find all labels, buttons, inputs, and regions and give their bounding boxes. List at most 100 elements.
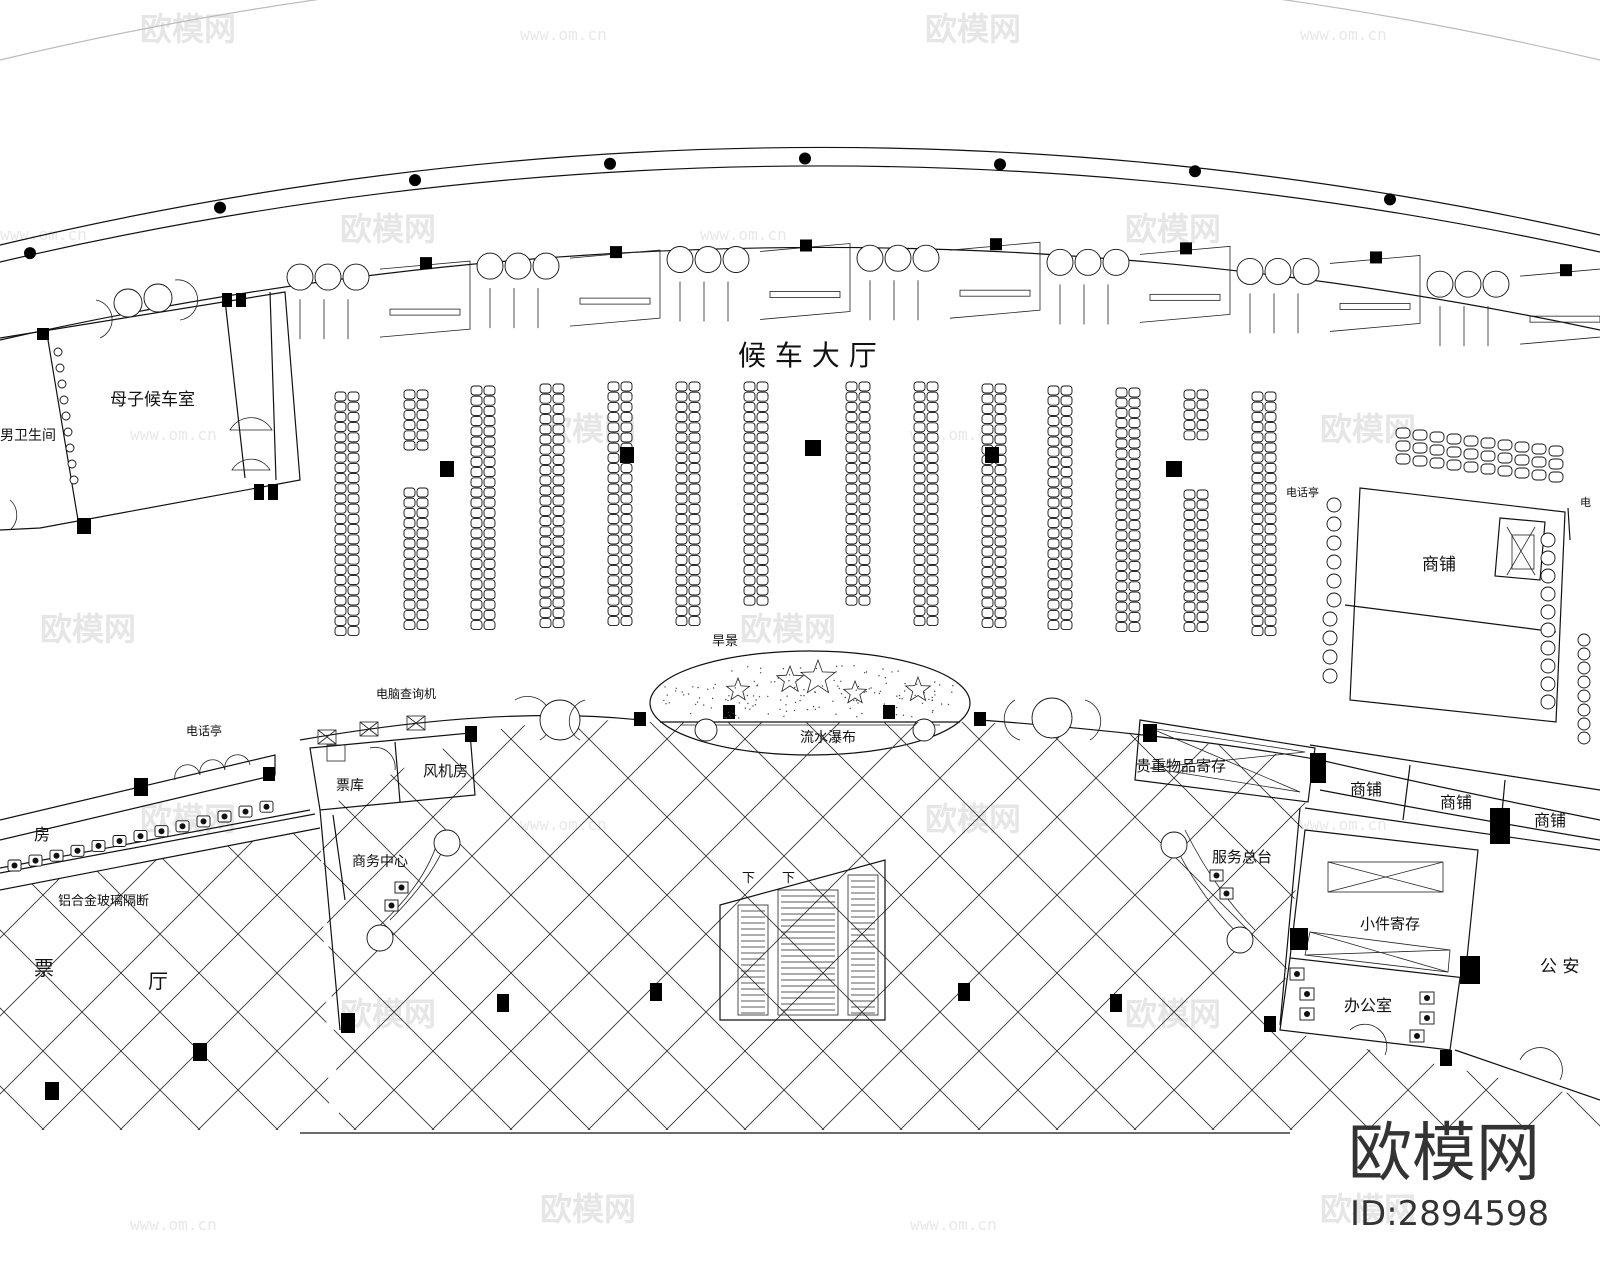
facade-column-dot [994, 158, 1006, 170]
seat [1129, 419, 1140, 428]
seat [1447, 447, 1461, 457]
seat [417, 431, 428, 440]
seat [404, 621, 415, 630]
stipple-dot [713, 687, 714, 688]
seat [757, 494, 768, 503]
stipple-dot [728, 695, 729, 696]
stipple-dot [924, 692, 925, 693]
seat [676, 484, 687, 493]
seat [348, 514, 359, 523]
seat [982, 476, 993, 485]
stipple-dot [934, 691, 935, 692]
stipple-dot [841, 665, 842, 666]
seat [689, 382, 700, 391]
seat [1578, 662, 1590, 674]
watermark-url-tile: www.om.cn [130, 425, 217, 444]
seat [744, 423, 755, 432]
stipple-dot [840, 681, 841, 682]
seat [914, 464, 925, 473]
seat [621, 596, 632, 605]
brand-watermark: 欧模网 [1348, 1117, 1540, 1191]
seat [1197, 431, 1208, 440]
seat [348, 494, 359, 503]
seat [417, 570, 428, 579]
seat [1252, 525, 1263, 534]
seat [1515, 442, 1529, 452]
seat [914, 494, 925, 503]
desk-chair-seat [389, 903, 395, 909]
desk-chair-seat [1224, 891, 1230, 897]
bay-column [1560, 264, 1572, 276]
seat [1498, 453, 1512, 463]
seat [1252, 392, 1263, 401]
seat [404, 431, 415, 440]
seat [484, 498, 495, 507]
seat [914, 484, 925, 493]
seat [621, 576, 632, 585]
seat [676, 515, 687, 524]
seat [1252, 535, 1263, 544]
seat [335, 392, 346, 401]
seat [608, 453, 619, 462]
stipple-dot [904, 690, 905, 691]
seat [1265, 627, 1276, 636]
seat [1184, 572, 1195, 581]
seat [846, 576, 857, 585]
seat [621, 606, 632, 615]
ticket-store-label: 票库 [336, 778, 364, 794]
seat [676, 443, 687, 452]
seat [914, 606, 925, 615]
seat [914, 474, 925, 483]
fan-room-label: 风机房 [423, 762, 468, 780]
seat [1061, 570, 1072, 579]
seat [608, 474, 619, 483]
seat [757, 504, 768, 513]
seat [1129, 490, 1140, 499]
stipple-dot [712, 698, 713, 699]
kiosk-screen [54, 853, 60, 859]
grid-line [1564, 700, 1600, 1140]
seat [676, 474, 687, 483]
seat [689, 453, 700, 462]
seat [621, 586, 632, 595]
seat [995, 496, 1006, 505]
seat [1265, 586, 1276, 595]
seat [540, 537, 551, 546]
bay-column [1180, 242, 1192, 254]
grid-line [0, 700, 316, 1140]
seat [1061, 417, 1072, 426]
seat [335, 453, 346, 462]
seat [744, 433, 755, 442]
stipple-dot [803, 695, 804, 696]
seat [1129, 459, 1140, 468]
bay-frame [570, 250, 660, 326]
seat [1532, 470, 1546, 480]
toilet-fixture [70, 476, 78, 484]
seat [859, 555, 870, 564]
seat [608, 566, 619, 575]
seat [553, 435, 564, 444]
seat [757, 413, 768, 422]
seat [914, 453, 925, 462]
seat [621, 515, 632, 524]
seat [676, 413, 687, 422]
seat [982, 517, 993, 526]
id-watermark: ID:2894598 [1350, 1194, 1549, 1234]
seat [927, 566, 938, 575]
seat [540, 445, 551, 454]
bay-column [990, 238, 1002, 250]
seat [553, 537, 564, 546]
plant-symbols [727, 660, 931, 703]
seat [1129, 551, 1140, 560]
seat [1129, 510, 1140, 519]
stipple-dot [836, 666, 837, 667]
stipple-dot [837, 685, 838, 686]
seat [540, 455, 551, 464]
floor-columns [45, 983, 1122, 1100]
seat [608, 464, 619, 473]
facade-column-dot [799, 153, 811, 165]
seat [1549, 472, 1563, 482]
seat [348, 627, 359, 636]
seat [914, 535, 925, 544]
seat [1061, 529, 1072, 538]
